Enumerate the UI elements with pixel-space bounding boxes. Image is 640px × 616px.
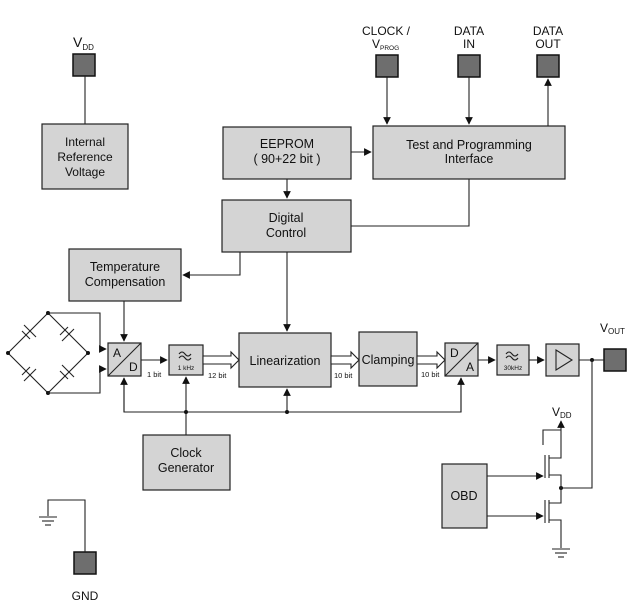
data-out-pad (536, 54, 560, 78)
clock-gen-line1: Clock (170, 446, 202, 460)
data-out-label-2: OUT (535, 37, 561, 51)
svg-text:VOUT: VOUT (600, 321, 625, 336)
internal-ref-line3: Voltage (65, 165, 105, 179)
vout-pin: VOUT (600, 321, 627, 372)
clock-pad (375, 54, 399, 78)
temp-comp-line1: Temperature (90, 260, 160, 274)
filter1-label: 1 kHz (178, 365, 195, 372)
data-in-label-1: DATA (454, 24, 484, 38)
sensor-bridge-icon (6, 311, 90, 395)
temp-comp-line2: Compensation (85, 275, 166, 289)
lowpass-filter-icon (178, 355, 192, 361)
clock-label: CLOCK / (362, 24, 411, 38)
digital-control-block: Digital Control (221, 199, 352, 253)
vdd-top-label-sub: DD (82, 43, 94, 52)
lowpass-filter-icon (505, 355, 519, 361)
test-programming-block: Test and Programming Interface (372, 125, 566, 180)
vdd-top-pin: VDD (72, 34, 96, 77)
svg-text:VDD: VDD (73, 34, 94, 52)
ground-icon (552, 548, 570, 558)
filter-1khz-block: 1 kHz (168, 344, 204, 376)
data-out-pin: DATA OUT (533, 24, 563, 78)
vout-label: V (600, 321, 608, 335)
bus-label-1bit: 1 bit (147, 370, 162, 379)
data-in-pin: DATA IN (454, 24, 484, 78)
wires: VDD (6, 76, 604, 558)
data-in-label-2: IN (463, 37, 475, 51)
gnd-pin: GND (72, 551, 99, 603)
vdd-top-pad (72, 53, 96, 77)
clamping-label: Clamping (362, 353, 415, 367)
internal-reference-block: Internal Reference Voltage (41, 123, 129, 190)
vout-label-sub: OUT (608, 327, 625, 336)
clock-label-v: V (372, 37, 380, 51)
digital-control-line1: Digital (269, 211, 304, 225)
test-prog-line1: Test and Programming (406, 138, 532, 152)
bus-label-10bit-b: 10 bit (421, 370, 440, 379)
eeprom-block: EEPROM ( 90+22 bit ) (222, 126, 352, 180)
vdd-right-label-sub: DD (560, 411, 572, 420)
vdd-right-label: V (552, 405, 560, 419)
clamping-block: Clamping (358, 331, 418, 387)
output-amplifier-block (545, 343, 580, 377)
dac-label-d: D (450, 346, 459, 360)
temperature-compensation-block: Temperature Compensation (68, 248, 182, 302)
adc-label-a: A (113, 346, 121, 360)
obd-label: OBD (450, 489, 477, 503)
adc-label-d: D (129, 360, 138, 374)
transistor-lower-icon (487, 488, 562, 548)
ground-icon (39, 516, 57, 526)
gnd-pad (73, 551, 97, 575)
internal-ref-line1: Internal (65, 135, 105, 149)
digital-control-line2: Control (266, 226, 306, 240)
eeprom-line2: ( 90+22 bit ) (253, 152, 320, 166)
obd-block: OBD (441, 463, 488, 529)
clock-generator-block: Clock Generator (142, 434, 231, 491)
adc-block: A D (107, 342, 142, 377)
vdd-top-label: V (73, 34, 83, 50)
svg-text:VDD: VDD (552, 405, 572, 420)
data-in-pad (457, 54, 481, 78)
svg-text:VPROG: VPROG (372, 37, 399, 52)
clock-gen-line2: Generator (158, 461, 214, 475)
filter2-label: 30kHz (504, 365, 522, 372)
data-out-label-1: DATA (533, 24, 563, 38)
clock-label-sub: PROG (380, 45, 399, 52)
gnd-label: GND (72, 589, 99, 603)
linearization-label: Linearization (250, 354, 321, 368)
dac-label-a: A (466, 360, 474, 374)
vout-pad (603, 348, 627, 372)
amplifier-triangle-icon (555, 349, 574, 371)
transistor-upper-icon (487, 430, 562, 488)
linearization-block: Linearization (238, 332, 332, 388)
filter-30khz-block: 30kHz (496, 344, 530, 376)
eeprom-line1: EEPROM (260, 137, 314, 151)
bus-label-10bit-a: 10 bit (334, 371, 353, 380)
bus-label-12bit: 12 bit (208, 371, 227, 380)
test-prog-line2: Interface (445, 152, 494, 166)
dac-block: D A (444, 342, 479, 377)
clock-pin: CLOCK / VPROG (362, 24, 411, 78)
internal-ref-line2: Reference (57, 150, 113, 164)
